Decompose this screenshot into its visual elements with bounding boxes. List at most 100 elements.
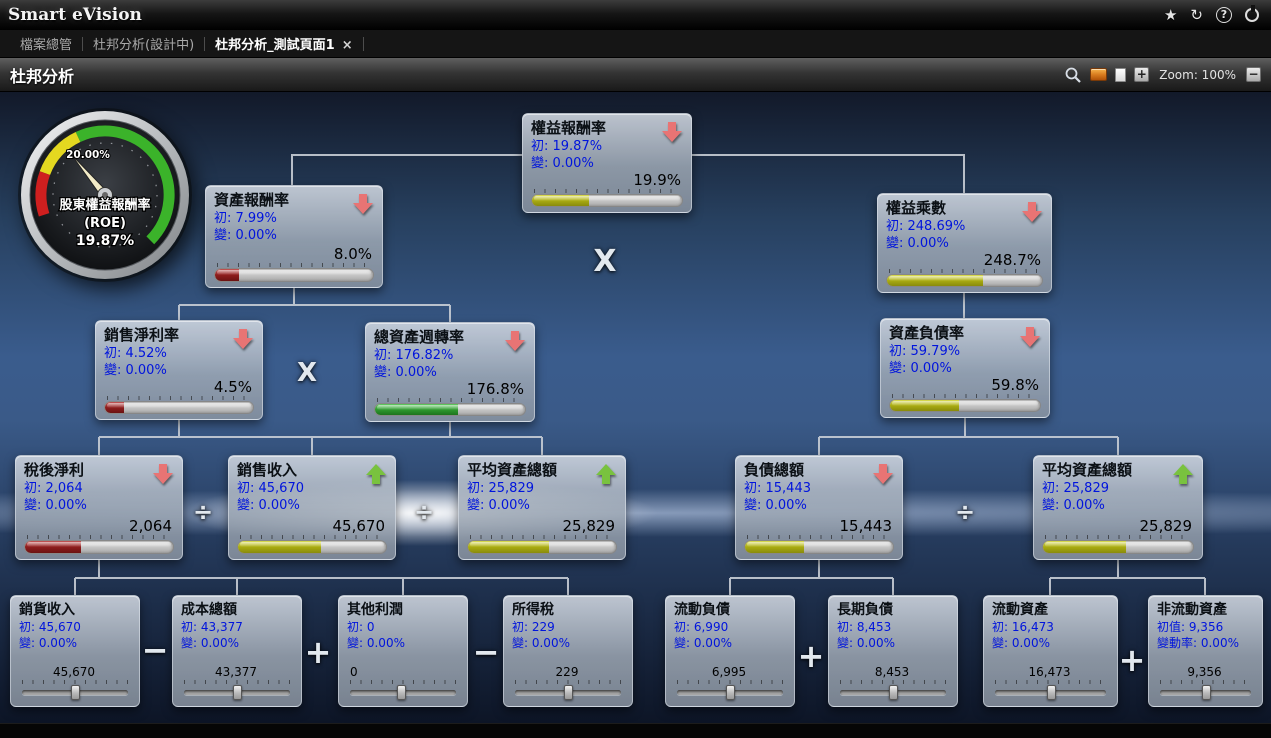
power-icon[interactable] <box>1245 5 1259 22</box>
change-value: 變: 0.00% <box>24 498 87 513</box>
zoom-area-icon[interactable] <box>1064 66 1082 84</box>
progress-bar <box>104 400 254 414</box>
slider-thumb[interactable] <box>726 685 735 700</box>
zoom-out-button[interactable]: − <box>1246 67 1261 82</box>
value-slider[interactable] <box>995 685 1106 700</box>
node-title: 負債總額 <box>744 461 805 479</box>
node-ato[interactable]: 總資產週轉率初: 176.82%變: 0.00%176.8% <box>365 322 535 422</box>
gauge-ticks <box>52 142 158 248</box>
node-value: 25,829 <box>1139 517 1193 535</box>
node-em[interactable]: 權益乘數初: 248.69%變: 0.00%248.7% <box>877 193 1052 293</box>
change-value: 變動率: 0.00% <box>1157 636 1239 650</box>
node-value: 4.5% <box>213 378 252 396</box>
gauge-red-arc <box>35 171 51 217</box>
node-value: 19.9% <box>633 171 681 189</box>
node-value: 59.8% <box>991 376 1039 394</box>
refresh-icon[interactable]: ↻ <box>1190 6 1203 24</box>
slider-thumb[interactable] <box>889 685 898 700</box>
change-value: 變: 0.00% <box>531 156 594 171</box>
init-value: 初值: 9,356 <box>1157 620 1224 634</box>
change-value: 變: 0.00% <box>992 636 1050 650</box>
slider-thumb[interactable] <box>233 685 242 700</box>
gauge-subtitle: (ROE) <box>84 216 126 231</box>
tab-close-icon[interactable]: × <box>341 38 353 53</box>
presentation-icon[interactable] <box>1090 68 1108 81</box>
node-title: 稅後淨利 <box>24 461 85 479</box>
slider-ticks <box>995 680 1106 684</box>
node-title: 資產負債率 <box>889 324 965 342</box>
progress-bar <box>886 273 1043 287</box>
slider-thumb[interactable] <box>1046 685 1056 700</box>
value-slider[interactable] <box>840 685 946 700</box>
init-value: 初: 25,829 <box>1042 481 1109 496</box>
document-icon[interactable] <box>1115 67 1127 82</box>
slider-thumb[interactable] <box>564 685 573 700</box>
init-value: 初: 19.87% <box>531 139 603 154</box>
nodes-layer: 權益報酬率初: 19.87%變: 0.00%19.9%資產報酬率初: 7.99%… <box>0 92 1271 723</box>
trend-down-icon <box>873 463 893 485</box>
bar-ticks <box>1045 535 1191 539</box>
init-value: 初: 59.79% <box>889 344 961 359</box>
node-dr[interactable]: 資產負債率初: 59.79%變: 0.00%59.8% <box>880 318 1050 418</box>
node-npm[interactable]: 銷售淨利率初: 4.52%變: 0.00%4.5% <box>95 320 263 420</box>
node-title: 平均資產總額 <box>1042 461 1133 479</box>
favorites-star-icon[interactable]: ★ <box>1163 6 1178 24</box>
value-slider[interactable] <box>22 685 128 700</box>
value-slider[interactable] <box>350 685 456 700</box>
trend-down-icon <box>233 328 253 350</box>
slider-thumb[interactable] <box>71 685 80 700</box>
trend-down-icon <box>505 330 525 352</box>
dupont-analysis-canvas: 20.00% 股東權益報酬率 (ROE) 19.87% 權益報酬率初: 19.8… <box>0 92 1271 723</box>
change-value: 變: 0.00% <box>512 636 570 650</box>
tab-dupont-test-page[interactable]: 杜邦分析_測試頁面1× <box>205 34 362 53</box>
change-value: 變: 0.00% <box>237 498 300 513</box>
node-value: 8,453 <box>874 665 910 679</box>
node-value: 248.7% <box>983 251 1041 269</box>
help-icon[interactable]: ? <box>1216 7 1232 23</box>
page-header: 杜邦分析 + Zoom: 100% − <box>0 58 1271 92</box>
titlebar: Smart eVision ★ ↻ ? <box>0 0 1271 30</box>
gauge-tick-label: 20.00% <box>66 149 110 161</box>
tab-file-explorer[interactable]: 檔案總管 <box>20 38 73 53</box>
zoom-in-button[interactable]: + <box>1134 67 1150 82</box>
node-roe[interactable]: 權益報酬率初: 19.87%變: 0.00%19.9% <box>522 113 692 213</box>
node-value: 16,473 <box>1028 665 1071 679</box>
value-slider[interactable] <box>1160 685 1251 700</box>
trend-down-icon <box>353 193 373 215</box>
connector-lines <box>74 154 1206 595</box>
change-value: 變: 0.00% <box>374 365 437 380</box>
trend-up-icon <box>1173 463 1193 485</box>
change-value: 變: 0.00% <box>347 636 405 650</box>
slider-thumb[interactable] <box>1201 685 1211 700</box>
bar-ticks <box>217 263 371 267</box>
value-slider[interactable] <box>677 685 783 700</box>
node-roa[interactable]: 資產報酬率初: 7.99%變: 0.00%8.0% <box>205 185 383 288</box>
node-value: 2,064 <box>129 517 172 535</box>
change-value: 變: 0.00% <box>837 636 895 650</box>
slider-thumb[interactable] <box>396 685 406 700</box>
node-title: 所得稅 <box>512 602 554 618</box>
bar-ticks <box>377 398 523 402</box>
value-slider[interactable] <box>184 685 290 700</box>
gauge-yellow-arc <box>39 132 81 176</box>
trend-up-icon <box>596 463 616 485</box>
node-value: 176.8% <box>466 380 524 398</box>
trend-down-icon <box>1022 201 1042 223</box>
value-slider[interactable] <box>515 685 621 700</box>
slider-ticks <box>515 680 621 684</box>
tab-dupont-designing[interactable]: 杜邦分析(設計中) <box>93 38 195 53</box>
progress-bar <box>531 193 683 207</box>
